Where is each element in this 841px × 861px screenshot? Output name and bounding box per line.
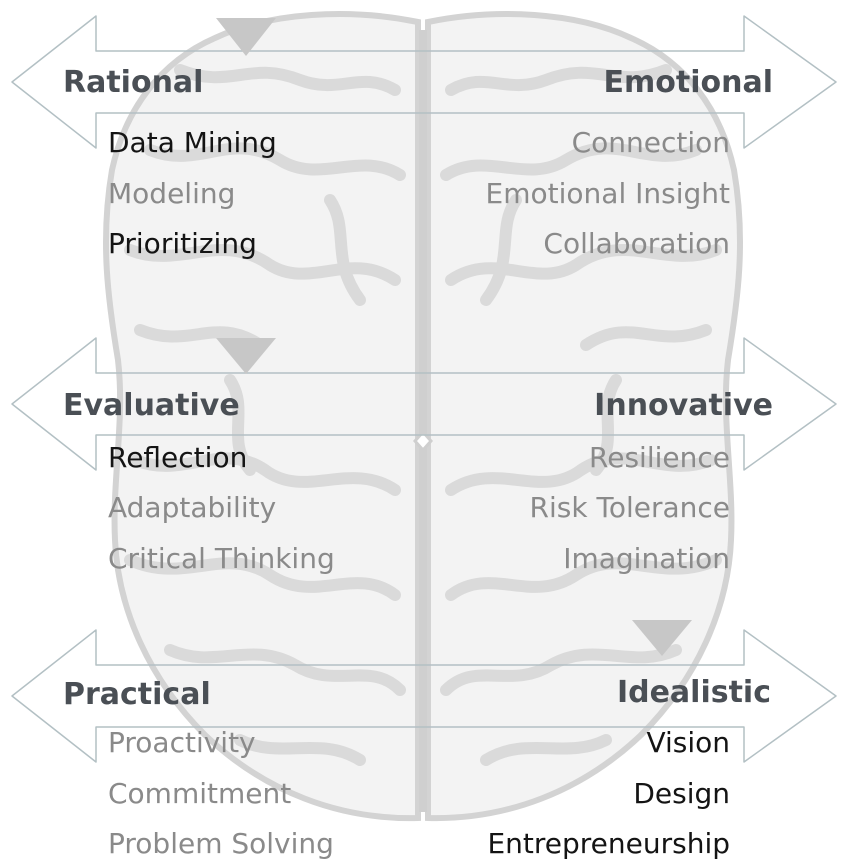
triangle-markers <box>216 18 692 656</box>
item-prioritizing: Prioritizing <box>108 227 257 260</box>
heading-idealistic: Idealistic <box>616 675 771 710</box>
item-critical-thinking: Critical Thinking <box>108 542 335 575</box>
marker-bottom <box>632 620 692 656</box>
item-problem-solving: Problem Solving <box>108 827 334 860</box>
item-entrepreneurship: Entrepreneurship <box>487 827 730 860</box>
arrow-evaluative-innovative <box>11 337 837 471</box>
marker-top <box>216 18 276 56</box>
item-resilience: Resilience <box>589 441 730 474</box>
item-data-mining: Data Mining <box>108 126 277 159</box>
item-connection: Connection <box>571 126 730 159</box>
heading-practical: Practical <box>63 677 211 712</box>
item-adaptability: Adaptability <box>108 491 277 524</box>
arrow-rational-emotional <box>11 15 837 149</box>
item-collaboration: Collaboration <box>543 227 730 260</box>
item-design: Design <box>633 777 730 810</box>
heading-rational: Rational <box>63 65 204 100</box>
heading-emotional: Emotional <box>603 65 773 100</box>
center-diamond <box>412 429 434 453</box>
item-commitment: Commitment <box>108 777 292 810</box>
item-proactivity: Proactivity <box>108 726 256 759</box>
item-risk-tolerance: Risk Tolerance <box>529 491 730 524</box>
heading-evaluative: Evaluative <box>63 388 240 423</box>
marker-middle <box>216 338 276 374</box>
heading-innovative: Innovative <box>594 388 773 423</box>
item-imagination: Imagination <box>563 542 730 575</box>
arrow-practical-idealistic <box>11 629 837 763</box>
item-modeling: Modeling <box>108 177 236 210</box>
arrows <box>11 15 837 763</box>
item-reflection: Reflection <box>108 441 248 474</box>
item-emotional-insight: Emotional Insight <box>485 177 730 210</box>
item-vision: Vision <box>646 726 730 759</box>
